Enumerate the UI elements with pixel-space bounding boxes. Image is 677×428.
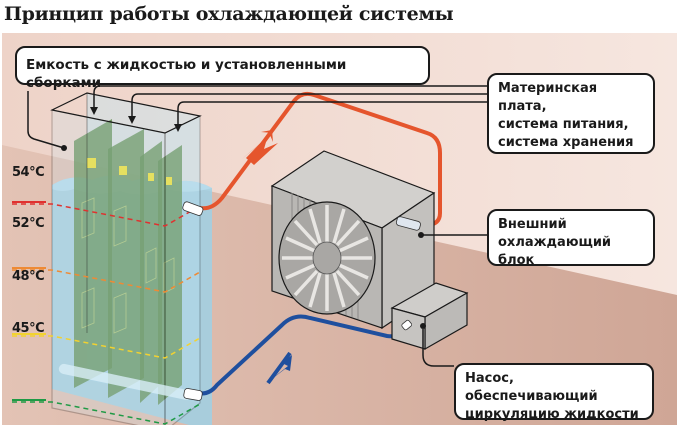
callout-boards: Материнская плата, система питания, сист… — [487, 73, 655, 154]
hot-pipe — [199, 91, 442, 227]
temp-line-45 — [12, 401, 201, 425]
chip — [166, 177, 172, 185]
page-title: Принцип работы охлаждающей системы — [4, 3, 454, 25]
temp-label-45: 45°C — [12, 321, 45, 336]
board-1 — [74, 119, 112, 388]
leader-lines — [27, 85, 490, 367]
temp-label-52: 52°C — [12, 216, 45, 231]
arrow-icon — [90, 107, 98, 115]
arrow-icon — [174, 124, 182, 132]
arrow-icon — [128, 116, 136, 124]
tank-outlet-connector — [182, 201, 204, 216]
pump-connector — [401, 319, 412, 331]
board-4 — [158, 145, 182, 405]
chip — [148, 173, 154, 181]
tank — [50, 92, 212, 425]
temperature-lines — [12, 203, 201, 425]
cooler-inlet-connector — [395, 216, 421, 231]
pointer-dot — [61, 145, 67, 151]
callout-tank: Емкость с жидкостью и установленными сбо… — [15, 46, 430, 91]
board-2 — [108, 129, 144, 398]
board-3 — [140, 141, 162, 403]
callout-cooler: Внешний охлаждающий блок — [487, 209, 655, 268]
pointer-dot — [418, 232, 424, 238]
pump — [390, 282, 469, 351]
temp-line-54 — [12, 203, 201, 227]
cooling-unit — [270, 150, 436, 330]
tank-inlet-connector — [183, 388, 203, 401]
server-boards — [74, 119, 182, 405]
diagram: 54°C 52°C 48°C 45°C Емкость с жидкостью … — [2, 33, 677, 425]
hot-flow-arrow — [246, 135, 278, 165]
temp-label-54: 54°C — [12, 165, 45, 180]
temp-line-52 — [12, 269, 201, 293]
callout-pump: Насос, обеспечивающий циркуляцию жидкост… — [454, 363, 654, 422]
chip — [119, 166, 127, 175]
chip — [87, 158, 96, 168]
pointer-dot — [420, 323, 426, 329]
temp-label-48: 48°C — [12, 269, 45, 284]
temp-line-48 — [12, 335, 201, 359]
